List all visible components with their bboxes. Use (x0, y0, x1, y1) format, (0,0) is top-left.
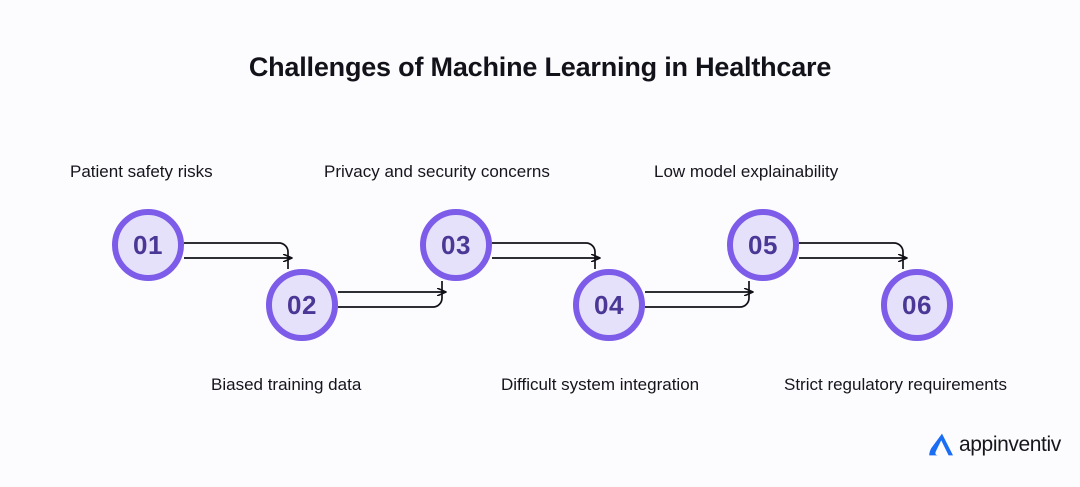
step-label-01: Patient safety risks (70, 162, 213, 181)
connector-group (184, 242, 907, 308)
step-label-06: Strict regulatory requirements (784, 375, 1007, 394)
flow-node-05[interactable]: 05 (727, 209, 799, 281)
node-number: 01 (133, 230, 163, 260)
node-circle (573, 269, 645, 341)
connector-elbow (799, 242, 904, 269)
node-circle (266, 269, 338, 341)
appinventiv-logo: appinventiv (926, 430, 1061, 460)
flow-node-04[interactable]: 04 (573, 269, 645, 341)
node-circle (420, 209, 492, 281)
flow-node-01[interactable]: 01 (112, 209, 184, 281)
connector-elbow (338, 281, 443, 308)
node-circle (881, 269, 953, 341)
appinventiv-wordmark: appinventiv (959, 433, 1061, 456)
node-number: 04 (594, 290, 624, 320)
connector-elbow (492, 242, 596, 269)
connector-elbow (184, 242, 289, 269)
node-group: 01 02 03 04 05 06 (112, 209, 953, 341)
node-number: 03 (441, 230, 471, 260)
step-label-04: Difficult system integration (501, 375, 700, 394)
node-number: 06 (902, 290, 932, 320)
page-title: Challenges of Machine Learning in Health… (248, 52, 832, 82)
step-label-02: Biased training data (211, 375, 362, 394)
step-label-03: Privacy and security concerns (324, 162, 550, 181)
node-number: 02 (287, 290, 317, 320)
step-label-05: Low model explainability (654, 162, 839, 181)
flow-node-03[interactable]: 03 (420, 209, 492, 281)
node-circle (112, 209, 184, 281)
appinventiv-a-mark-icon (929, 433, 953, 456)
flow-node-02[interactable]: 02 (266, 269, 338, 341)
node-circle (727, 209, 799, 281)
flow-node-06[interactable]: 06 (881, 269, 953, 341)
connector-elbow (645, 281, 750, 308)
node-number: 05 (748, 230, 778, 260)
